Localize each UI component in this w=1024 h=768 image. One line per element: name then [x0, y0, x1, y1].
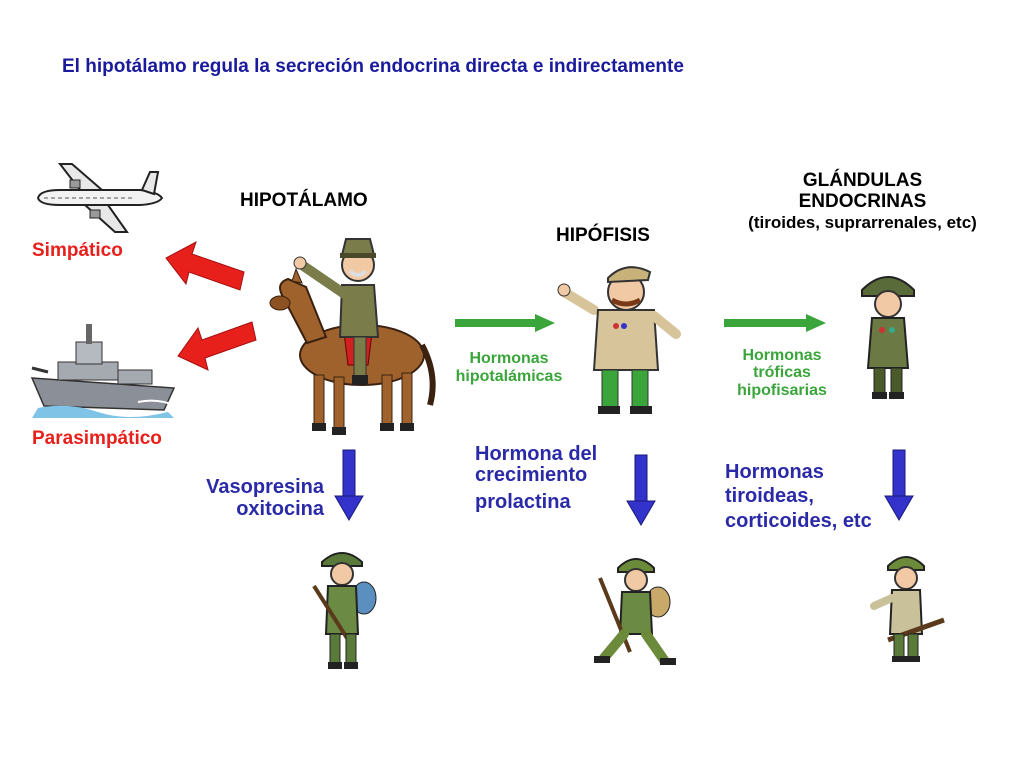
airplane-icon: [36, 163, 164, 233]
soldier-helmet-icon: [861, 276, 915, 399]
red-arrow-up: [165, 240, 245, 291]
parasimpatico-label: Parasimpático: [32, 428, 162, 449]
blue-arrow-hipotalamo: [334, 449, 364, 521]
blue-arrow-hipofisis: [626, 454, 656, 526]
glandulas-label: GLÁNDULAS ENDOCRINAS (tiroides, suprarre…: [748, 170, 977, 232]
green-arrow-hipofisis-glandulas: [724, 314, 826, 332]
vasopresina-oxitocina-label: Vasopresina oxitocina: [206, 476, 324, 521]
hormonas-tiroideas-label: Hormonas tiroideas, corticoides, etc: [725, 461, 872, 532]
hipotalamo-label: HIPOTÁLAMO: [240, 190, 368, 211]
hormona-crecimiento-label: Hormona del crecimiento prolactina: [475, 443, 598, 513]
simpatico-label: Simpático: [32, 240, 123, 261]
page-title: El hipotálamo regula la secreción endocr…: [62, 56, 684, 77]
warship-icon: [30, 324, 177, 418]
hormonas-troficas-label: Hormonas tróficas hipofisarias: [737, 347, 827, 399]
red-arrow-down: [177, 321, 257, 371]
soldier-running-icon: [594, 558, 676, 665]
hormonas-hipotalamicas-label: Hormonas hipotalámicas: [455, 350, 563, 385]
soldier-guard-icon: [870, 556, 945, 662]
soldier-private-icon: [312, 552, 377, 669]
officer-icon: [557, 266, 681, 414]
hipofisis-label: HIPÓFISIS: [556, 225, 650, 246]
blue-arrow-glandulas: [884, 449, 914, 521]
green-arrow-hipotalamo-hipofisis: [455, 314, 555, 332]
general-on-horse-icon: [269, 238, 436, 435]
